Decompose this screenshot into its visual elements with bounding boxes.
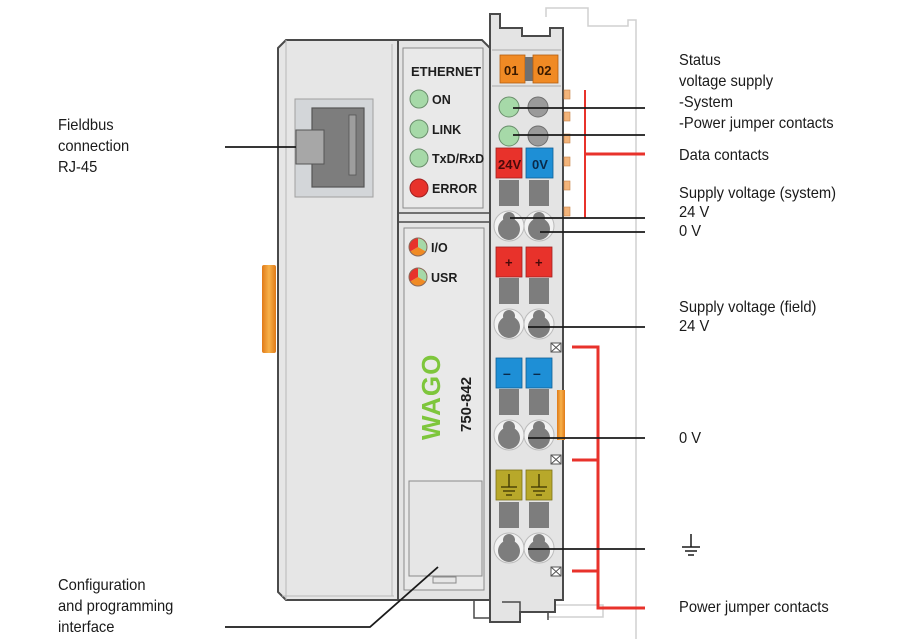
terminal-slots xyxy=(499,180,549,528)
led-jumper-power-icon xyxy=(498,125,520,147)
callout-power-jumper-contacts: Power jumper contacts xyxy=(679,599,829,616)
tag-field-plus-1: + xyxy=(495,246,523,278)
tag-0v: 0V xyxy=(525,147,554,179)
led-txdrxd-icon xyxy=(409,148,429,168)
jumper-marks xyxy=(550,342,562,577)
tag-field-minus-1: – xyxy=(495,357,523,389)
svg-text:+: + xyxy=(505,255,513,270)
release-latch xyxy=(262,265,276,353)
brand-logo: WAGO xyxy=(416,354,446,440)
status-leds: ON LINK TxD/RxD ERROR xyxy=(409,89,484,198)
power-jumper-bracket xyxy=(572,345,645,610)
led-c-icon xyxy=(527,96,549,118)
config-interface-port[interactable] xyxy=(408,480,483,584)
callout-data-contacts: Data contacts xyxy=(679,147,770,164)
led-error-icon xyxy=(409,178,429,198)
tag-ground-1 xyxy=(495,469,523,501)
svg-text:–: – xyxy=(533,365,541,381)
io-led-icon xyxy=(408,237,428,257)
led-io-label: I/O xyxy=(431,241,448,255)
led-d-icon xyxy=(527,125,549,147)
tag-01: 01 xyxy=(499,54,526,84)
callout-0v-field: 0 V xyxy=(679,430,702,447)
svg-text:24V: 24V xyxy=(498,157,521,172)
leader-lines xyxy=(225,107,645,628)
svg-text:01: 01 xyxy=(504,63,518,78)
svg-text:0V: 0V xyxy=(532,157,548,172)
tag-ground-2 xyxy=(525,469,553,501)
led-txdrxd-label: TxD/RxD xyxy=(432,152,484,166)
data-contacts-bracket xyxy=(584,90,645,218)
callout-config-interface: Configuration and programming interface xyxy=(58,577,174,636)
tag-field-plus-2: + xyxy=(525,246,553,278)
svg-text:+: + xyxy=(535,255,543,270)
clamp-holes xyxy=(493,210,555,564)
orange-side-marker xyxy=(557,390,565,440)
model-number: 750-842 xyxy=(458,377,475,432)
callout-supply-system: Supply voltage (system) 24 V 0 V xyxy=(679,185,837,240)
led-error-label: ERROR xyxy=(432,182,477,196)
data-contacts xyxy=(563,89,571,217)
led-link-label: LINK xyxy=(432,123,461,137)
callout-status-voltage: Status voltage supply -System -Power jum… xyxy=(679,52,834,132)
svg-text:02: 02 xyxy=(537,63,551,78)
tag-24v: 24V xyxy=(495,147,523,179)
led-on-icon xyxy=(409,89,429,109)
fieldbus-label: ETHERNET xyxy=(411,64,481,79)
svg-text:–: – xyxy=(503,365,511,381)
led-link-icon xyxy=(409,119,429,139)
tag-02: 02 xyxy=(532,54,559,84)
tag-field-minus-2: – xyxy=(525,357,553,389)
ground-callout-icon xyxy=(682,534,700,556)
rj45-port[interactable] xyxy=(294,98,374,198)
led-on-label: ON xyxy=(432,93,451,107)
led-usr-label: USR xyxy=(431,271,457,285)
callout-supply-field: Supply voltage (field) 24 V xyxy=(679,299,817,335)
callout-fieldbus-connection: Fieldbus connection RJ-45 xyxy=(58,117,130,176)
usr-led-icon xyxy=(408,267,428,287)
led-system-power-icon xyxy=(498,96,520,118)
